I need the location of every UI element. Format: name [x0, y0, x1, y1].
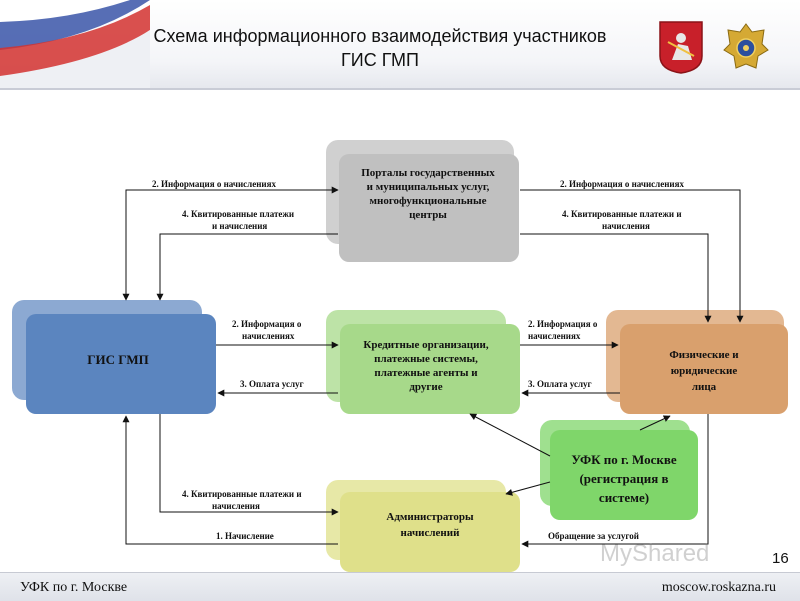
- box-portals-line-2: и муниципальных услуг,: [367, 181, 490, 193]
- label-top-left-kvit-2: и начисления: [212, 221, 267, 231]
- arrow-ufk-credit: [469, 413, 551, 457]
- footer-org: УФК по г. Москве: [20, 580, 128, 595]
- label-mid-right-info-1: 2. Информация о: [528, 319, 598, 329]
- russian-flag-banner: [0, 0, 150, 88]
- label-mid-left-info-1: 2. Информация о: [232, 319, 302, 329]
- box-ufk: УФК по г. Москве (регистрация в системе): [540, 420, 698, 520]
- box-portals-line-1: Порталы государственных: [361, 167, 495, 179]
- arrow-physical-admin-appeal: [521, 414, 709, 548]
- watermark-text: MyShared: [600, 540, 710, 567]
- label-top-left-kvit-1: 4. Квитированные платежи: [182, 209, 294, 219]
- box-credit-orgs: Кредитные организации, платежные системы…: [326, 310, 520, 414]
- footer-url[interactable]: moscow.roskazna.ru: [661, 580, 776, 595]
- arrow-portals-physical-info: [520, 189, 744, 323]
- box-physical-line-2: юридические: [671, 365, 738, 377]
- box-physical-legal: Физические и юридические лица: [606, 310, 788, 414]
- box-physical-line-3: лица: [692, 381, 717, 393]
- page-number: 16: [772, 550, 789, 567]
- label-bottom-charge: 1. Начисление: [216, 531, 274, 541]
- label-top-right-info: 2. Информация о начислениях: [560, 179, 684, 189]
- arrow-admin-gis-charge: [122, 415, 338, 545]
- label-mid-right-info-2: начислениях: [528, 331, 581, 341]
- treasury-emblem-icon: [723, 23, 769, 69]
- label-bottom-kvit-1: 4. Квитированные платежи и: [182, 489, 302, 499]
- box-credit-line-3: платежные агенты и: [374, 367, 478, 379]
- arrow-ufk-physical: [639, 415, 671, 431]
- box-ufk-front: [550, 430, 698, 520]
- moscow-coat-of-arms-icon: [659, 21, 703, 74]
- arrows: [122, 186, 744, 548]
- arrow-ufk-admin: [505, 481, 551, 496]
- label-mid-left-pay: 3. Оплата услуг: [240, 379, 304, 389]
- label-bottom-appeal: Обращение за услугой: [548, 531, 639, 541]
- label-mid-left-info-2: начислениях: [242, 331, 295, 341]
- box-ufk-line-3: системе): [599, 490, 649, 505]
- box-credit-line-2: платежные системы,: [374, 353, 478, 365]
- box-gis-gmp: ГИС ГМП: [12, 300, 216, 414]
- box-portals-line-4: центры: [409, 209, 447, 221]
- box-credit-front: [340, 324, 520, 414]
- arrow-portals-gis-kvit: [156, 233, 338, 301]
- box-physical-front: [620, 324, 788, 414]
- box-portals-line-3: многофункциональные: [370, 195, 487, 207]
- label-top-right-kvit-2: начисления: [602, 221, 650, 231]
- slide-header: Схема информационного взаимодействия уча…: [0, 0, 800, 90]
- box-admin-line-2: начислений: [401, 527, 461, 539]
- box-credit-line-4: другие: [409, 381, 442, 393]
- box-portals: Порталы государственных и муниципальных …: [326, 140, 519, 262]
- box-gis-label: ГИС ГМП: [87, 352, 149, 367]
- box-administrators: Администраторы начислений: [326, 480, 520, 572]
- title-line-1: Схема информационного взаимодействия уча…: [153, 26, 607, 46]
- title-line-2: ГИС ГМП: [341, 50, 419, 70]
- box-physical-line-1: Физические и: [669, 349, 739, 361]
- box-gis-front: [26, 314, 216, 414]
- box-ufk-line-1: УФК по г. Москве: [571, 452, 676, 467]
- box-portals-front: [339, 154, 519, 262]
- arrow-portals-physical-kvit: [520, 233, 712, 323]
- label-mid-right-pay: 3. Оплата услуг: [528, 379, 592, 389]
- label-bottom-kvit-2: начисления: [212, 501, 260, 511]
- box-ufk-line-2: (регистрация в: [579, 471, 668, 486]
- box-admin-line-1: Администраторы: [386, 511, 474, 523]
- label-top-right-kvit-1: 4. Квитированные платежи и: [562, 209, 682, 219]
- box-credit-line-1: Кредитные организации,: [363, 339, 488, 351]
- page-title: Схема информационного взаимодействия уча…: [110, 24, 650, 72]
- arrow-gis-portals-info: [122, 186, 339, 301]
- label-top-left-info: 2. Информация о начислениях: [152, 179, 276, 189]
- arrow-gis-admin-kvit: [159, 414, 339, 516]
- box-admin-front: [340, 492, 520, 572]
- slide-footer: УФК по г. Москве moscow.roskazna.ru: [0, 572, 800, 601]
